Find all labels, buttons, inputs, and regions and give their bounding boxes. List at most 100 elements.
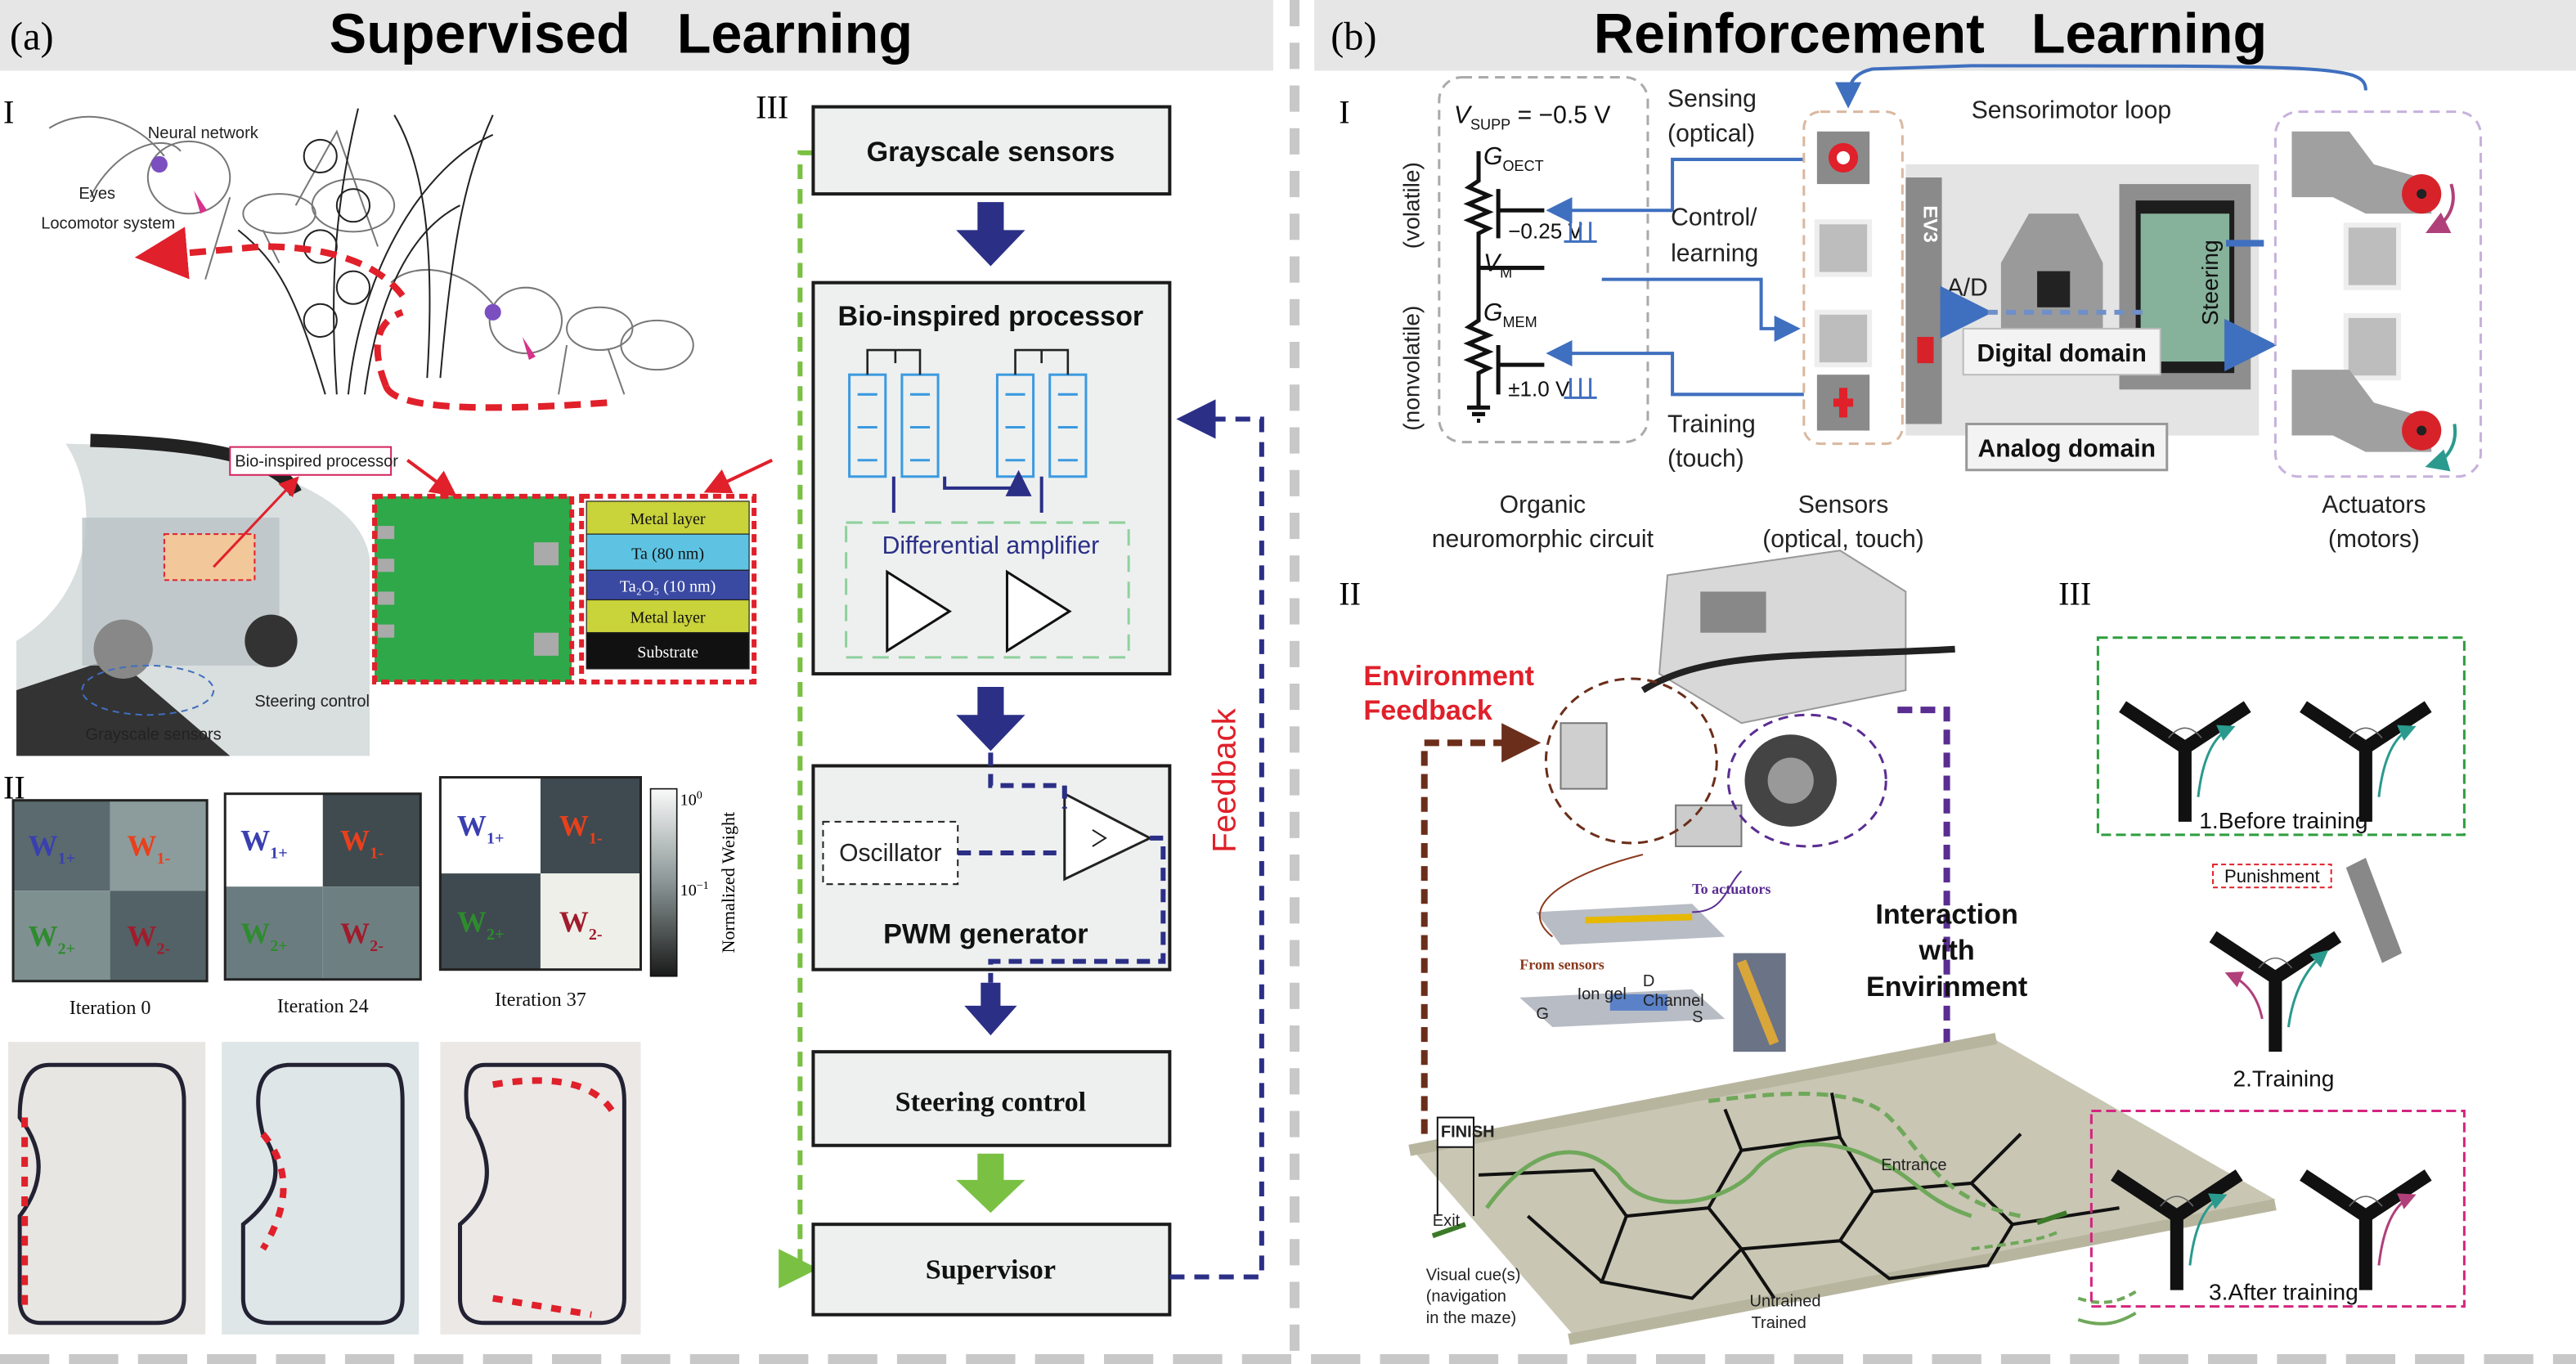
colorbar-tick-top: 100: [680, 789, 702, 810]
stage-3-box: [2089, 1110, 2466, 1308]
signal-lines: [1546, 64, 2367, 397]
punishment-label: Punishment: [2224, 866, 2320, 886]
neuromorphic-circuit: (volatile) (nonvolatile) VSUPP = −0.5 V …: [1399, 75, 1649, 444]
heatmap-cell: [540, 873, 641, 970]
feedback-loop-arrow: [1169, 399, 1264, 1280]
pcb-photo: [372, 493, 575, 685]
weight-label: W1+: [240, 823, 288, 862]
stage-1-label: 1.Before training: [2199, 808, 2367, 833]
y-maze: [2300, 701, 2432, 822]
label-control: Control/learning: [1671, 204, 1758, 267]
g-label: G: [1536, 1005, 1549, 1023]
svg-text:(nonvolatile): (nonvolatile): [1399, 306, 1425, 431]
weight-label: W2-: [127, 920, 170, 958]
layer-0: [586, 500, 750, 535]
caption-actuators: Actuators(motors): [2322, 491, 2426, 553]
heatmap-cell: [322, 793, 421, 887]
feedback-label: Feedback: [1206, 707, 1243, 852]
d-label: D: [1643, 972, 1654, 990]
label-training: Training(touch): [1667, 411, 1756, 473]
layer-4: [586, 632, 750, 670]
svg-text:Bio-inspired processor: Bio-inspired processor: [838, 301, 1144, 332]
untrained-label: Untrained: [1750, 1293, 1821, 1311]
actuators-group: [2273, 110, 2482, 478]
heatmap-cell: [225, 886, 323, 980]
diff-amp-label: Differential amplifier: [882, 532, 1100, 559]
direction-arrow: [2224, 971, 2264, 1020]
layer-3: [586, 599, 750, 634]
y-maze: [2209, 931, 2342, 1052]
weight-label: W2-: [559, 905, 603, 944]
heatmap-cell: [540, 777, 641, 874]
hex-maze: FINISH: [1408, 1033, 2277, 1345]
heatmap-2: W1+W1-W2+W2-Iteration 37: [438, 776, 642, 1011]
section-b-II-label: II: [1339, 576, 1361, 612]
heatmap-caption: Iteration 0: [70, 998, 151, 1019]
ant-label-eyes: Eyes: [79, 185, 115, 203]
colorbar: 100 10−1 Normalized Weight: [649, 787, 738, 977]
channel-label: Channel: [1643, 992, 1704, 1010]
block-steering-control: Steering control: [811, 1050, 1172, 1147]
stage-3-label: 3.After training: [2209, 1280, 2358, 1305]
sensors-group: [1802, 110, 1904, 446]
svg-text:Grayscale sensors: Grayscale sensors: [867, 137, 1115, 168]
heatmap-cell: [440, 873, 541, 970]
ant-path-arrow: [148, 246, 406, 388]
weight-label: W1+: [28, 829, 75, 868]
colorbar-tick-mid: 10−1: [680, 879, 709, 900]
arrow-down-1: [956, 202, 1025, 267]
weight-label: W1-: [127, 829, 170, 868]
block-pwm-generator: Oscillator PWM generator: [811, 752, 1172, 983]
arrow-down-green: [956, 1153, 1025, 1214]
robot-illustration: [1544, 550, 1955, 848]
heatmap-0: W1+ W1- W2+ W2- Iteration 0: [11, 799, 209, 1019]
caption-sensors: Sensors(optical, touch): [1762, 491, 1924, 553]
svg-text:PWM generator: PWM generator: [883, 919, 1088, 950]
svg-text:Steering control: Steering control: [895, 1088, 1087, 1118]
layer-label: Metal layer: [631, 609, 706, 627]
grass-illustration: [237, 108, 494, 395]
layer-label: Metal layer: [631, 510, 706, 528]
panel-b-title: Reinforcement Learning: [1594, 2, 2267, 65]
stage-2-label: 2.Training: [2233, 1066, 2334, 1091]
heatmap-cell: [13, 800, 110, 891]
section-b-III-label: III: [2058, 576, 2091, 612]
heatmap-cell: [225, 793, 323, 887]
car-render: [16, 433, 393, 756]
svg-text:VM: VM: [1483, 250, 1512, 281]
punishment-barrier: [2345, 858, 2403, 963]
svg-text:GMEM: GMEM: [1483, 299, 1537, 330]
layer-label: Substrate: [637, 644, 698, 662]
svg-text:(volatile): (volatile): [1399, 162, 1425, 249]
oect-device: [1519, 854, 1786, 1052]
track-photos: [8, 1042, 641, 1335]
block-grayscale-sensors: Grayscale sensors: [811, 105, 1172, 196]
panel-a-header: (a) Supervised Learning: [0, 0, 1273, 71]
car-label-processor: Bio-inspired processor: [235, 453, 398, 471]
svg-text:EV3: EV3: [1919, 205, 1941, 243]
weight-label: W2+: [28, 920, 75, 958]
processor-to-stack-arrow: [703, 458, 774, 494]
layer-1: [586, 533, 750, 571]
label-sensorimotor-loop: Sensorimotor loop: [1972, 97, 2171, 124]
digital-domain-label: Digital domain: [1977, 340, 2147, 367]
layer-2: [586, 569, 750, 601]
interaction-arrow: [1897, 707, 1967, 1147]
entrance-label: Entrance: [1881, 1156, 1946, 1174]
section-a-I-label: I: [3, 94, 14, 131]
to-actuators-label: To actuators: [1692, 881, 1770, 897]
weight-label: W2+: [240, 917, 288, 955]
processor-to-pcb-arrow: [406, 459, 457, 497]
label-sensing: Sensing(optical): [1667, 86, 1757, 147]
heatmap-cell: [440, 777, 541, 874]
direction-arrow: [2377, 1193, 2417, 1266]
layer-label: Ta (80 nm): [631, 545, 704, 563]
y-maze: [2119, 701, 2251, 822]
heatmap-caption: Iteration 24: [277, 996, 369, 1017]
panel-a-label: (a): [10, 15, 54, 58]
ad-label: A/D: [1947, 275, 1988, 302]
section-b-I-label: I: [1339, 94, 1349, 131]
